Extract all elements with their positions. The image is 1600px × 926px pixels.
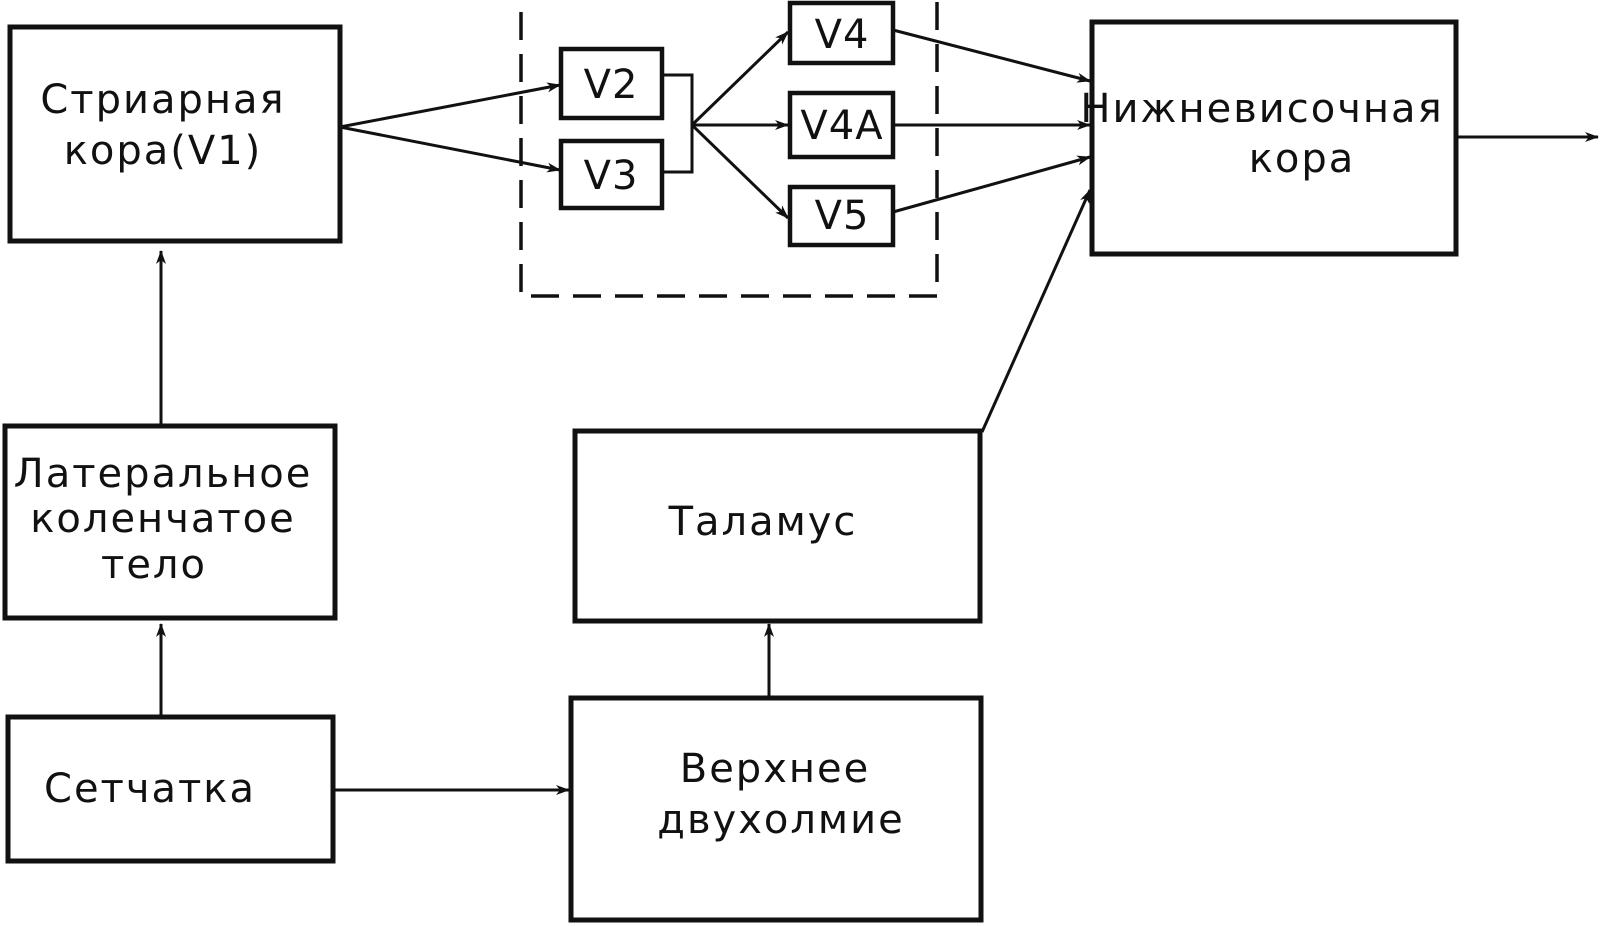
superior-colliculus-box bbox=[568, 695, 984, 923]
connection-lines bbox=[156, 28, 1599, 795]
striate-cortex-label-line-1: Стриарная bbox=[40, 77, 285, 123]
arrow-v5-to-inferotemporal bbox=[892, 155, 1091, 214]
thalamus-box bbox=[572, 428, 983, 624]
node-v3: V3 bbox=[558, 138, 665, 211]
connector-v2-v3-to-junction bbox=[662, 73, 694, 174]
striate-cortex-label-line-2: кора(V1) bbox=[64, 128, 263, 174]
striate-cortex-box bbox=[7, 24, 343, 244]
superior-colliculus-label-line-1: Верхнее bbox=[680, 746, 870, 792]
node-superior-colliculus: Верхнее двухолмие bbox=[568, 695, 984, 923]
node-v4a: V4A bbox=[787, 90, 896, 160]
lateral-geniculate-body-label-line-3: тело bbox=[101, 542, 207, 588]
v2-box bbox=[558, 46, 665, 121]
v4-box bbox=[787, 0, 896, 66]
retina-box bbox=[5, 714, 336, 864]
arrow-v1-to-v2 bbox=[339, 82, 561, 129]
inferotemporal-cortex-box bbox=[1089, 19, 1459, 257]
arrow-v1-to-v3 bbox=[339, 125, 561, 173]
lateral-geniculate-body-label-line-2: коленчатое bbox=[30, 496, 296, 542]
v3-label: V3 bbox=[584, 153, 639, 199]
arrow-junction-to-v5 bbox=[690, 123, 790, 220]
node-inferotemporal-cortex: Нижневисочная кора bbox=[1080, 19, 1459, 257]
v4a-label: V4A bbox=[800, 103, 883, 149]
v5-box bbox=[787, 184, 896, 248]
arrow-thalamus-to-inferotemporal bbox=[980, 189, 1092, 433]
v3-box bbox=[558, 138, 665, 211]
node-v5: V5 bbox=[787, 184, 896, 248]
v4a-box bbox=[787, 90, 896, 160]
node-thalamus: Таламус bbox=[572, 428, 983, 624]
thalamus-label: Таламус bbox=[668, 499, 858, 545]
node-retina: Сетчатка bbox=[5, 714, 336, 864]
arrow-junction-to-v4 bbox=[690, 30, 790, 127]
arrow-v4-to-inferotemporal bbox=[892, 28, 1091, 83]
v5-label: V5 bbox=[815, 193, 870, 239]
extrastriate-group-outline bbox=[519, 0, 939, 298]
node-v4: V4 bbox=[787, 0, 896, 66]
inferotemporal-cortex-label-line-2: кора bbox=[1249, 136, 1356, 182]
node-lateral-geniculate-body: Латеральное коленчатое тело bbox=[2, 423, 338, 621]
superior-colliculus-label-line-2: двухолмие bbox=[657, 797, 904, 843]
retina-label: Сетчатка bbox=[44, 766, 256, 812]
lateral-geniculate-body-label-line-1: Латеральное bbox=[14, 451, 313, 497]
inferotemporal-cortex-label-line-1: Нижневисочная bbox=[1080, 86, 1443, 132]
node-striate-cortex: Стриарная кора(V1) bbox=[7, 24, 343, 244]
lateral-geniculate-body-box bbox=[2, 423, 338, 621]
node-v2: V2 bbox=[558, 46, 665, 121]
v4-label: V4 bbox=[815, 12, 870, 58]
v2-label: V2 bbox=[584, 62, 639, 108]
